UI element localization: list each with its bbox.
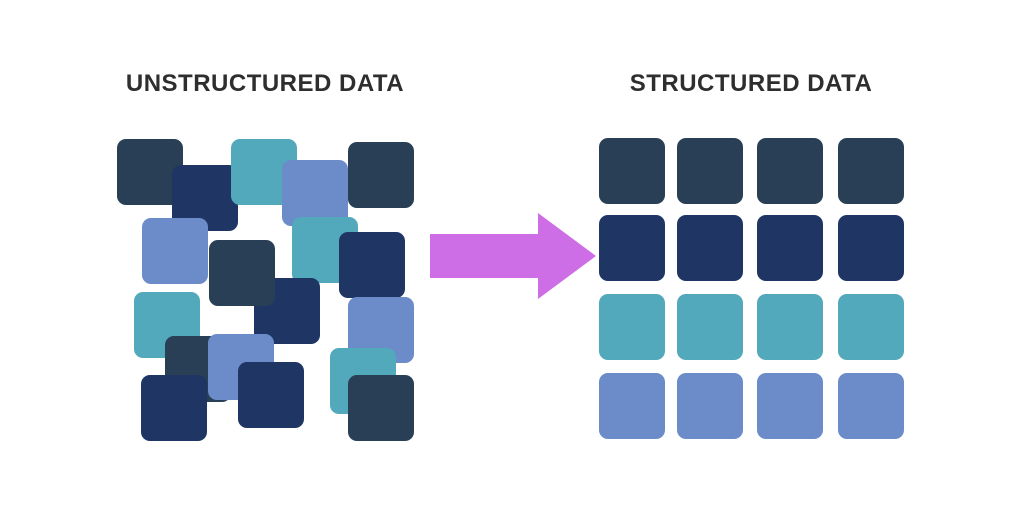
data-tile bbox=[339, 232, 405, 298]
grid-tile bbox=[838, 138, 904, 204]
data-tile bbox=[348, 142, 414, 208]
data-tile bbox=[238, 362, 304, 428]
data-tile bbox=[141, 375, 207, 441]
grid-tile bbox=[838, 294, 904, 360]
data-tile bbox=[348, 375, 414, 441]
grid-tile bbox=[757, 294, 823, 360]
grid-tile bbox=[599, 373, 665, 439]
data-tile bbox=[142, 218, 208, 284]
grid-tile bbox=[677, 373, 743, 439]
grid-tile bbox=[838, 373, 904, 439]
grid-tile bbox=[757, 215, 823, 281]
grid-tile bbox=[677, 215, 743, 281]
grid-tile bbox=[838, 215, 904, 281]
structured-data-heading: STRUCTURED DATA bbox=[629, 70, 873, 97]
unstructured-data-heading: UNSTRUCTURED DATA bbox=[125, 70, 405, 97]
right-arrow-icon bbox=[430, 213, 596, 299]
data-tile bbox=[209, 240, 275, 306]
grid-tile bbox=[677, 138, 743, 204]
grid-tile bbox=[599, 294, 665, 360]
data-tile bbox=[282, 160, 348, 226]
grid-tile bbox=[599, 215, 665, 281]
grid-tile bbox=[757, 138, 823, 204]
grid-tile bbox=[757, 373, 823, 439]
grid-tile bbox=[677, 294, 743, 360]
grid-tile bbox=[599, 138, 665, 204]
